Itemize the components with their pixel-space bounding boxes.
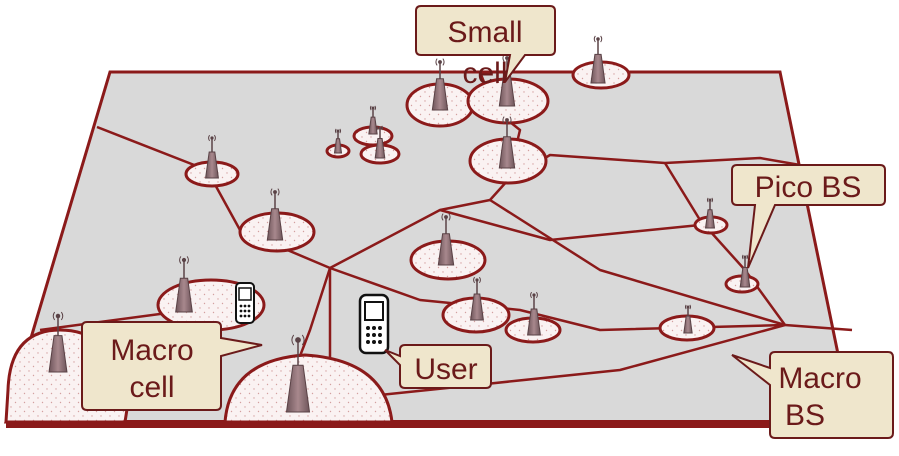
mobile-phone-icon bbox=[235, 282, 255, 324]
tower-icon bbox=[48, 311, 68, 373]
tower-icon bbox=[683, 304, 693, 334]
svg-text:cell: cell bbox=[462, 57, 507, 90]
svg-text:BS: BS bbox=[785, 399, 825, 432]
svg-text:cell: cell bbox=[129, 371, 174, 404]
callout-macro-bs: Macro BS bbox=[731, 351, 894, 439]
callout-macro-bs-line2: BS bbox=[785, 399, 825, 432]
tower-icon bbox=[285, 334, 311, 413]
tower-icon bbox=[527, 291, 541, 336]
callout-macro-cell-line2: cell bbox=[129, 371, 174, 404]
tower-icon bbox=[205, 134, 219, 179]
mobile-phone-icon bbox=[358, 293, 390, 355]
towers bbox=[48, 35, 751, 413]
svg-text:Macro: Macro bbox=[110, 334, 193, 367]
tower-icon bbox=[175, 256, 193, 313]
callout-pico-bs-label: Pico BS bbox=[755, 171, 862, 204]
callout-macro-cell-line1: Macro bbox=[110, 334, 193, 367]
svg-text:Small: Small bbox=[447, 16, 522, 49]
tower-icon bbox=[333, 128, 343, 154]
tower-icon bbox=[470, 276, 484, 321]
callout-user-label: User bbox=[414, 353, 477, 386]
tower-icon bbox=[266, 188, 284, 241]
tower-icon bbox=[704, 197, 716, 229]
callout-small-cell-line1: Small bbox=[447, 16, 522, 49]
callout-macro-bs-line1: Macro bbox=[778, 362, 861, 395]
callout-small-cell-line2: cell bbox=[462, 57, 507, 90]
svg-text:Macro: Macro bbox=[778, 362, 861, 395]
ground-plane-edge bbox=[6, 420, 852, 428]
tower-icon bbox=[590, 35, 606, 84]
callout-pico-bs: Pico BS bbox=[731, 164, 886, 269]
tower-icon bbox=[431, 58, 449, 111]
tower-icon bbox=[498, 116, 516, 169]
callout-small-cell: Small cell bbox=[415, 5, 556, 90]
tower-icon bbox=[368, 105, 378, 135]
macro-cell-bottom bbox=[223, 353, 394, 424]
callout-macro-cell: Macro cell bbox=[81, 321, 263, 411]
tower-icon bbox=[437, 213, 455, 266]
callout-user: User bbox=[384, 344, 492, 389]
tower-icon bbox=[374, 125, 386, 159]
